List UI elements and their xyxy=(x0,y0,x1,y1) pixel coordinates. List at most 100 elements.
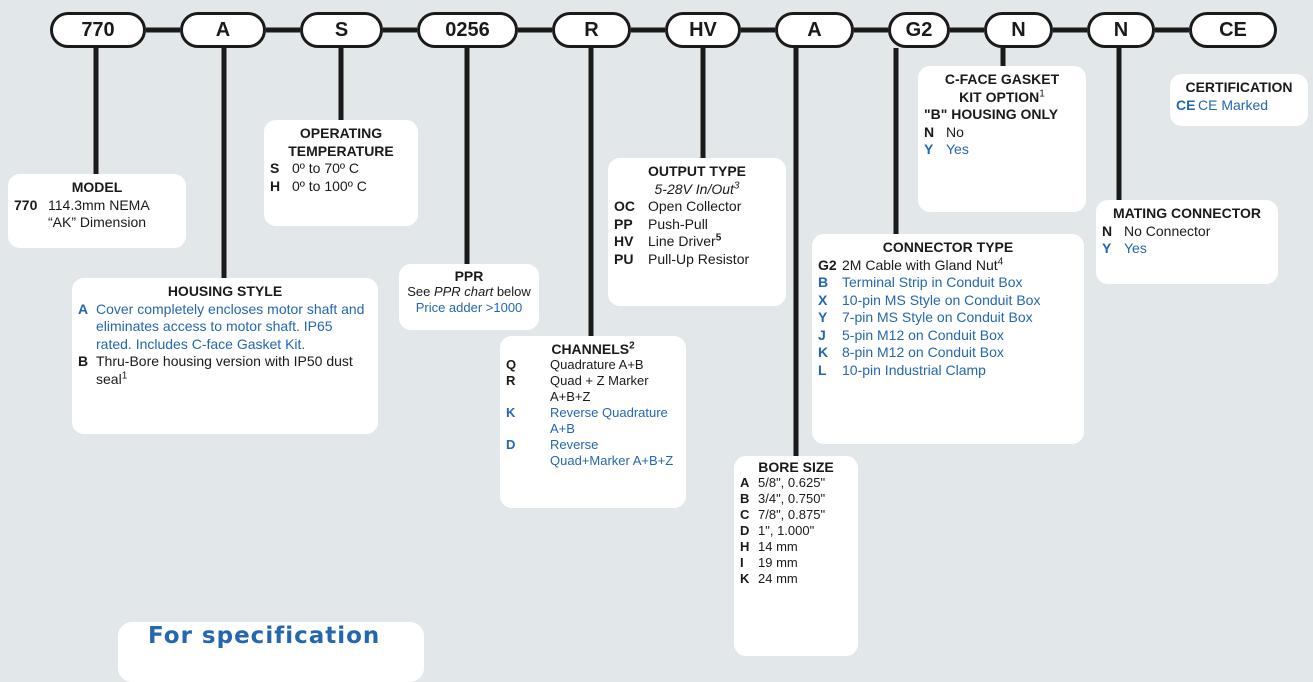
specification-text[interactable]: For specification xyxy=(148,623,381,649)
bore-item-a: A 5/8", 0.625" xyxy=(740,475,852,491)
gasket-title-3: "B" HOUSING ONLY xyxy=(924,106,1059,122)
connector-code-k: K xyxy=(818,344,829,360)
connector-code-g2: G2 xyxy=(818,256,837,273)
gasket-desc-n: No xyxy=(946,123,964,140)
output-item-oc: OC Open Collector xyxy=(614,198,780,216)
connector-desc-l: 10-pin Industrial Clamp xyxy=(842,361,986,378)
bore-code-k: K xyxy=(740,571,750,586)
connector-code-y: Y xyxy=(818,309,828,325)
temperature-item-s: S 0º to 70º C xyxy=(270,160,412,178)
ppr-line-suffix: below xyxy=(493,284,531,299)
channels-item-d: D Reverse Quad+Marker A+B+Z xyxy=(506,437,680,469)
bore-code-b: B xyxy=(740,491,750,506)
temperature-desc-s: 0º to 70º C xyxy=(292,160,360,176)
output-subtitle-note: 3 xyxy=(733,179,740,191)
output-box: OUTPUT TYPE 5-28V In/Out3 OC Open Collec… xyxy=(608,158,786,306)
output-subtitle-text: 5-28V In/Out xyxy=(654,180,734,197)
temperature-desc-h: 0º to 100º C xyxy=(292,177,367,194)
pill-bore: A xyxy=(775,12,854,48)
gasket-title-note: 1 xyxy=(1039,87,1045,99)
ppr-box: PPR See PPR chart below Price adder >100… xyxy=(399,264,539,330)
bore-desc-d: 1", 1.000" xyxy=(758,523,815,538)
model-desc-line2: “AK” Dimension xyxy=(48,214,147,230)
pill-channels: R xyxy=(552,12,631,48)
mating-desc-y: Yes xyxy=(1124,240,1147,256)
output-title: OUTPUT TYPE xyxy=(647,163,746,179)
connector-desc-g2: 2M Cable with Gland Nut4 xyxy=(842,256,1078,275)
connector-item-g2: G2 2M Cable with Gland Nut4 xyxy=(818,256,1078,275)
mating-item-y: Y Yes xyxy=(1102,240,1272,258)
gasket-code-n: N xyxy=(924,123,935,140)
housing-code-b: B xyxy=(78,353,89,369)
pill-ppr: 0256 xyxy=(417,12,518,48)
mating-code-y: Y xyxy=(1102,240,1112,256)
connector-code-l: L xyxy=(818,361,827,378)
gasket-box: C-FACE GASKET KIT OPTION1 "B" HOUSING ON… xyxy=(918,66,1086,212)
pill-mating: N xyxy=(1087,12,1155,48)
housing-desc-b-text: Thru-Bore housing version with IP50 dust… xyxy=(96,353,353,387)
ppr-chart-link[interactable]: PPR chart xyxy=(433,284,494,299)
output-item-hv: HV Line Driver5 xyxy=(614,233,780,251)
gasket-code-y: Y xyxy=(924,141,934,157)
temperature-box: OPERATING TEMPERATURE S 0º to 70º C H 0º… xyxy=(264,120,418,226)
gasket-desc-y: Yes xyxy=(946,141,969,157)
channels-desc-k: Reverse Quadrature A+B xyxy=(550,405,668,436)
bore-code-a: A xyxy=(740,475,750,490)
temperature-title-2: TEMPERATURE xyxy=(288,142,394,159)
output-code-pu: PU xyxy=(614,250,634,267)
bore-desc-c: 7/8", 0.875" xyxy=(758,507,826,522)
bore-desc-k: 24 mm xyxy=(758,571,798,586)
model-title: MODEL xyxy=(71,179,123,195)
connector-item-l: L 10-pin Industrial Clamp xyxy=(818,362,1078,380)
connector-lines xyxy=(93,27,1189,458)
output-code-oc: OC xyxy=(614,198,635,214)
channels-desc-r: Quad + Z Marker A+B+Z xyxy=(550,373,649,404)
bore-desc-h: 14 mm xyxy=(758,539,798,554)
bore-code-c: C xyxy=(740,507,750,522)
model-code: 770 xyxy=(14,196,38,213)
temperature-item-h: H 0º to 100º C xyxy=(270,178,412,196)
bore-item-c: C 7/8", 0.875" xyxy=(740,507,852,523)
housing-desc-b: Thru-Bore housing version with IP50 dust… xyxy=(96,353,372,388)
mating-title: MATING CONNECTOR xyxy=(1112,205,1262,221)
channels-item-r: R Quad + Z Marker A+B+Z xyxy=(506,373,680,405)
pill-output: HV xyxy=(665,12,741,48)
housing-desc-a: Cover completely encloses motor shaft an… xyxy=(96,300,365,352)
bore-code-h: H xyxy=(740,539,750,554)
pill-housing: A xyxy=(180,12,266,48)
bore-desc-a: 5/8", 0.625" xyxy=(758,475,826,490)
output-code-pp: PP xyxy=(614,215,633,232)
certification-desc-ce: CE Marked xyxy=(1198,96,1269,113)
connector-desc-k: 8-pin M12 on Conduit Box xyxy=(842,344,1004,360)
pill-model: 770 xyxy=(50,12,146,48)
connector-desc-g2-text: 2M Cable with Gland Nut xyxy=(842,256,998,273)
model-row: 770 114.3mm NEMA “AK” Dimension xyxy=(14,197,180,232)
bore-code-d: D xyxy=(740,523,750,538)
ppr-title: PPR xyxy=(454,268,484,284)
connector-desc-b: Terminal Strip in Conduit Box xyxy=(842,274,1023,290)
channels-title-note: 2 xyxy=(629,340,635,352)
gasket-title-1: C-FACE GASKET xyxy=(944,71,1060,87)
output-desc-pu: Pull-Up Resistor xyxy=(648,250,750,267)
channels-code-k: K xyxy=(506,405,516,420)
ppr-line-prefix: See xyxy=(407,284,434,299)
channels-item-q: Q Quadrature A+B xyxy=(506,357,680,373)
channels-code-d: D xyxy=(506,437,516,452)
channels-desc-d: Reverse Quad+Marker A+B+Z xyxy=(550,437,674,468)
bore-item-h: H 14 mm xyxy=(740,539,852,555)
housing-item-b: B Thru-Bore housing version with IP50 du… xyxy=(78,353,372,388)
mating-desc-n: No Connector xyxy=(1124,222,1211,239)
connector-item-b: B Terminal Strip in Conduit Box xyxy=(818,274,1078,292)
output-note-hv: 5 xyxy=(715,232,722,244)
pill-gasket: N xyxy=(984,12,1053,48)
connector-code-b: B xyxy=(818,274,829,290)
channels-code-q: Q xyxy=(506,357,517,372)
gasket-item-n: N No xyxy=(924,124,1080,142)
